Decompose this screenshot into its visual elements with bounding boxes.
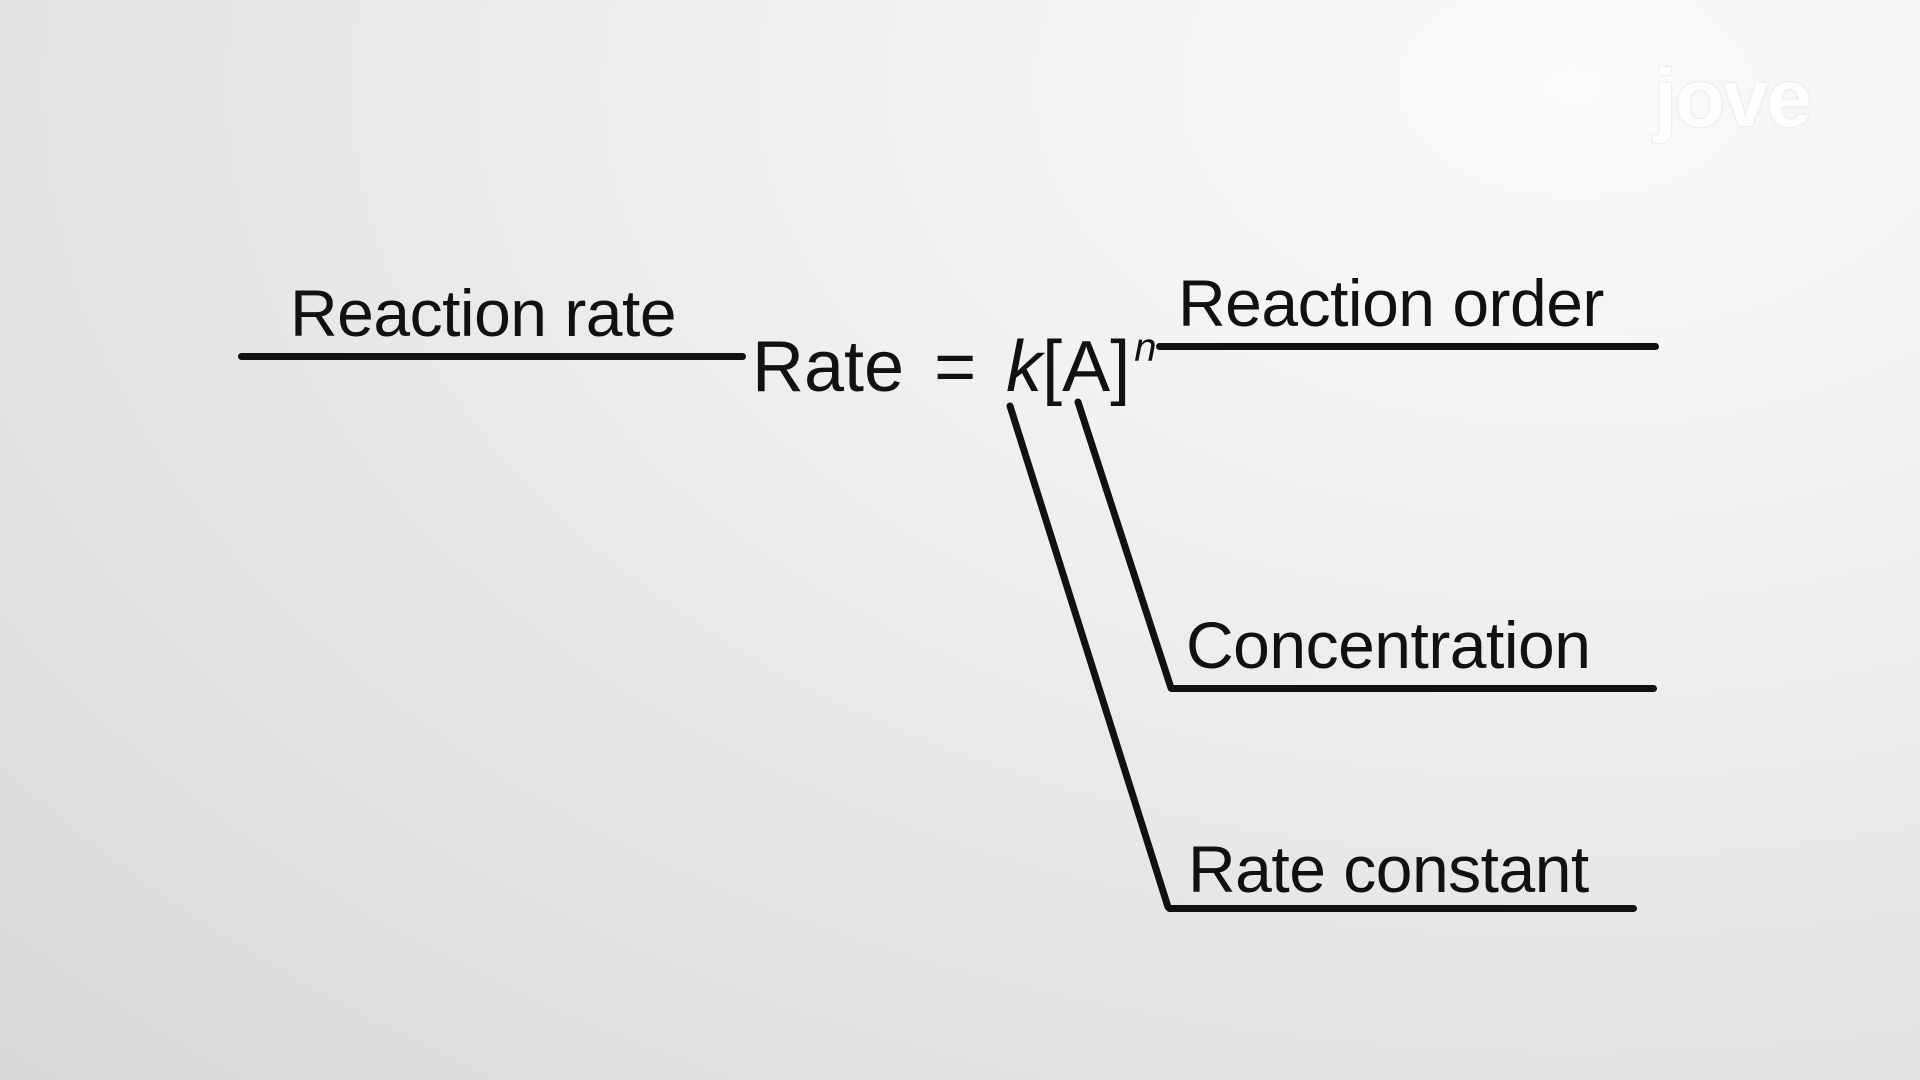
rate-constant-underline — [1166, 905, 1637, 912]
jove-logo: jove — [1654, 53, 1812, 144]
equation-exponent: n — [1134, 326, 1157, 370]
equation-rate-constant-symbol: k — [1006, 327, 1043, 407]
equation-rate-term: Rate — [752, 327, 905, 407]
concentration-underline — [1168, 685, 1657, 692]
rate-constant-label: Rate constant — [1188, 832, 1589, 906]
reaction-rate-label: Reaction rate — [290, 276, 677, 350]
reaction-order-underline — [1156, 343, 1659, 350]
reaction-order-label: Reaction order — [1178, 266, 1604, 340]
rate-constant-connector-line — [1006, 402, 1172, 911]
rate-equation: Rate = k[A]n — [752, 328, 1156, 403]
equation-concentration-term: [A] — [1042, 327, 1131, 407]
concentration-connector-line — [1074, 398, 1175, 692]
reaction-rate-underline — [238, 353, 746, 360]
concentration-label: Concentration — [1186, 608, 1591, 682]
equation-equals-sign: = — [934, 327, 977, 407]
